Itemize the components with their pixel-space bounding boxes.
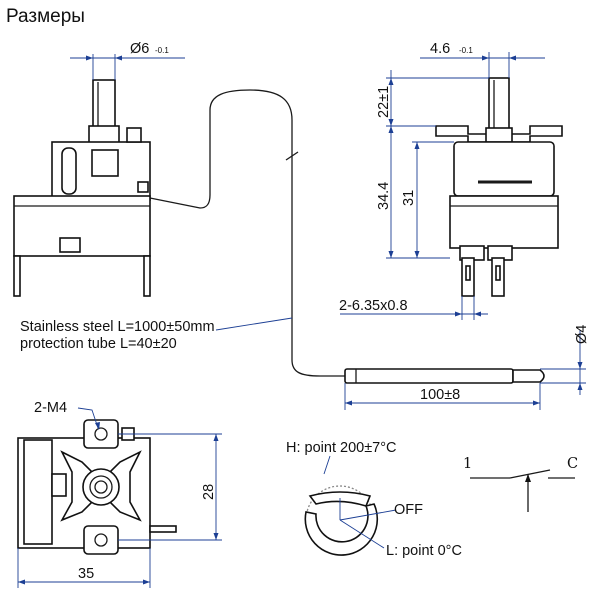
base-height-label: 28 [201, 484, 217, 500]
shaft-height-label: 22±1 [376, 86, 392, 118]
front-view [13, 79, 345, 377]
top-mount-lug [83, 419, 119, 449]
bottom-mount-lug [83, 525, 119, 555]
schematic-terminal-c: C [567, 456, 578, 472]
shaft-flat-label: 4.6 [430, 41, 450, 57]
dial-off-label: OFF [394, 502, 423, 518]
mount-holes-label: 2-M4 [34, 400, 67, 416]
bulb-length-label: 100±8 [420, 387, 460, 403]
dial-high-label: H: point 200±7°C [286, 440, 397, 456]
sensing-bulb [344, 368, 545, 384]
side-housing [449, 195, 559, 249]
front-shaft [92, 79, 116, 129]
mount-holes-callout: 2-M4 [34, 400, 100, 430]
capillary-line1: Stainless steel L=1000±50mm [20, 319, 215, 335]
side-body [453, 141, 555, 197]
side-shaft [488, 77, 510, 131]
bottom-view [17, 419, 177, 555]
front-housing [13, 195, 151, 257]
terminals-dimension: 2-6.35x0.8 [339, 296, 488, 320]
base-width-label: 35 [78, 566, 94, 582]
shaft-flat-dimension: 4.6 -0.1 [420, 41, 545, 78]
dial-low-label: L: point 0°C [386, 543, 462, 559]
shaft-diameter-tol: -0.1 [155, 46, 169, 55]
switch-schematic: 1 C [463, 456, 578, 512]
shaft-diameter-label: Ø6 [130, 41, 149, 57]
terminals-label: 2-6.35x0.8 [339, 298, 408, 314]
schematic-terminal-1: 1 [463, 456, 472, 472]
bulb-body [344, 368, 514, 384]
capillary-line2: protection tube L=40±20 [20, 336, 177, 352]
base-width-dimension: 35 [17, 548, 151, 588]
base-height-dimension: 28 [118, 433, 222, 541]
shaft-diameter-dimension: Ø6 -0.1 [70, 41, 185, 80]
dial-diagram: H: point 200±7°C OFF L: point 0°C [286, 440, 462, 559]
page-title: Размеры [6, 6, 85, 27]
bulb-dimensions: Ø4 100±8 [344, 325, 590, 410]
bulb-diameter-label: Ø4 [574, 325, 590, 344]
shaft-flat-tol: -0.1 [459, 46, 473, 55]
body-height-label: 31 [401, 190, 417, 206]
total-height-label: 34.4 [376, 182, 392, 210]
side-view [435, 77, 563, 297]
capillary-callout: Stainless steel L=1000±50mm protection t… [20, 317, 293, 352]
vertical-dimensions: 22±1 34.4 31 [376, 70, 489, 259]
